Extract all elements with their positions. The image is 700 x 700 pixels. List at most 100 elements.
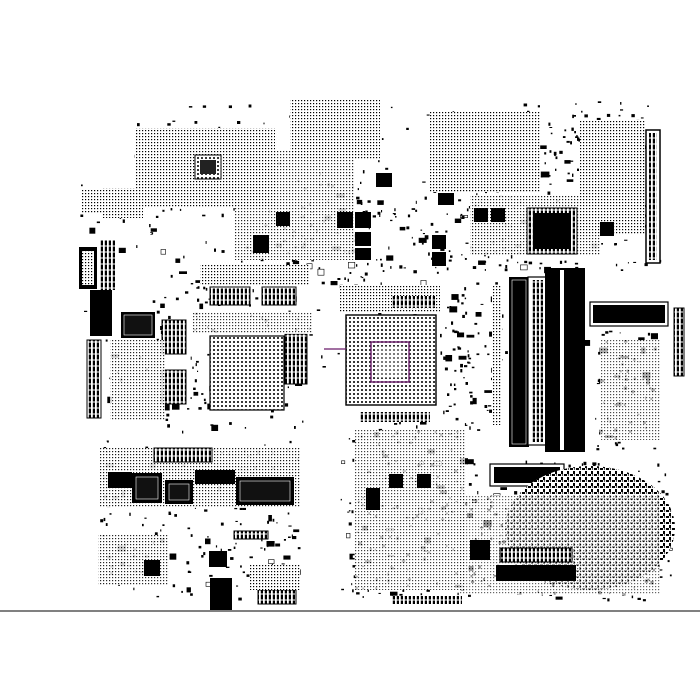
- smd-component: [539, 267, 541, 270]
- ic-block-bottom-left-c: [165, 480, 193, 504]
- smd-component: [476, 282, 480, 285]
- smd-component: [229, 422, 232, 425]
- smd-component: [341, 588, 344, 591]
- smd-component: [242, 507, 246, 510]
- smd-component: [443, 356, 446, 360]
- smd-component: [356, 592, 360, 595]
- pad-column-near-ram: [492, 285, 502, 425]
- smd-component: [170, 207, 173, 211]
- smd-component: [550, 132, 553, 135]
- smd-component: [453, 383, 456, 386]
- smd-component: [170, 249, 174, 251]
- smd-component: [435, 266, 437, 269]
- smd-component: [187, 570, 191, 572]
- smd-component: [348, 510, 351, 512]
- smd-component: [344, 453, 347, 456]
- smd-component: [411, 236, 413, 239]
- smd-component: [599, 245, 602, 249]
- smd-component: [160, 303, 165, 308]
- component-cluster-above-bga: [200, 265, 310, 285]
- pad-row-bottom-center: [392, 596, 462, 604]
- smd-component: [575, 103, 577, 105]
- smd-component: [186, 561, 190, 565]
- left-connector-b: [100, 240, 116, 290]
- smd-component: [524, 260, 528, 264]
- smd-component: [472, 397, 477, 405]
- smd-component: [466, 459, 474, 465]
- smd-component: [470, 401, 474, 405]
- smd-component: [203, 286, 206, 290]
- smd-component: [318, 267, 321, 270]
- smd-component: [244, 427, 247, 429]
- smd-component: [457, 346, 460, 348]
- smd-component: [403, 267, 406, 269]
- smd-component: [667, 560, 670, 563]
- smd-component: [302, 420, 304, 423]
- smd-component: [288, 525, 292, 527]
- smd-component: [399, 265, 403, 269]
- smd-component: [271, 410, 274, 413]
- smd-component: [460, 213, 463, 216]
- smd-component: [89, 227, 96, 234]
- smd-component: [156, 595, 160, 598]
- smd-component: [479, 265, 482, 269]
- smd-component: [446, 213, 448, 215]
- smd-component: [451, 294, 459, 300]
- smd-component: [504, 268, 508, 272]
- smd-component: [103, 517, 106, 522]
- smd-component: [510, 255, 513, 259]
- smd-component: [378, 428, 383, 431]
- smd-component: [363, 278, 366, 282]
- smd-component: [570, 141, 572, 145]
- smd-component: [633, 261, 637, 263]
- smd-component: [162, 444, 166, 447]
- smd-component: [343, 580, 346, 584]
- smd-component: [164, 301, 167, 303]
- smd-component: [581, 463, 584, 466]
- smd-component: [81, 184, 83, 187]
- smd-component: [104, 180, 108, 183]
- smd-component: [413, 242, 416, 246]
- left-cluster: [103, 188, 143, 218]
- smd-component: [201, 512, 203, 515]
- smd-component: [349, 511, 351, 516]
- smd-component: [351, 583, 353, 586]
- smd-component: [190, 397, 192, 399]
- smd-component: [456, 332, 465, 338]
- ic-small-5: [355, 248, 371, 260]
- smd-component: [137, 123, 140, 127]
- smd-component: [644, 263, 648, 267]
- smd-component: [564, 260, 567, 263]
- smd-component: [251, 427, 254, 430]
- smd-component: [474, 474, 478, 477]
- smd-component: [349, 272, 352, 274]
- smd-component: [372, 215, 376, 218]
- component-cluster-left-mid: [110, 340, 165, 420]
- smd-component: [420, 593, 423, 596]
- smd-component: [127, 295, 130, 297]
- ic-small-3: [355, 212, 371, 228]
- smd-component: [192, 366, 194, 369]
- smd-component: [661, 595, 663, 599]
- smd-component: [337, 352, 340, 355]
- smd-component: [653, 447, 657, 450]
- smd-component: [266, 540, 275, 547]
- smd-component: [555, 156, 558, 160]
- smd-component: [185, 332, 189, 335]
- smd-component: [182, 430, 184, 434]
- smd-component: [162, 524, 165, 526]
- smd-component: [194, 379, 197, 383]
- smd-component: [288, 536, 291, 538]
- smd-component: [540, 171, 550, 178]
- smd-component: [474, 486, 477, 490]
- smd-component: [399, 226, 406, 231]
- ic-block-bottom-left-d: [195, 470, 235, 484]
- smd-component: [211, 424, 219, 432]
- smd-component: [584, 114, 588, 118]
- sodimm-connector-left: [161, 319, 187, 355]
- smd-component: [501, 359, 503, 361]
- smd-component: [473, 463, 476, 466]
- smd-component: [468, 594, 471, 597]
- smd-component: [573, 115, 576, 117]
- smd-component: [139, 521, 142, 524]
